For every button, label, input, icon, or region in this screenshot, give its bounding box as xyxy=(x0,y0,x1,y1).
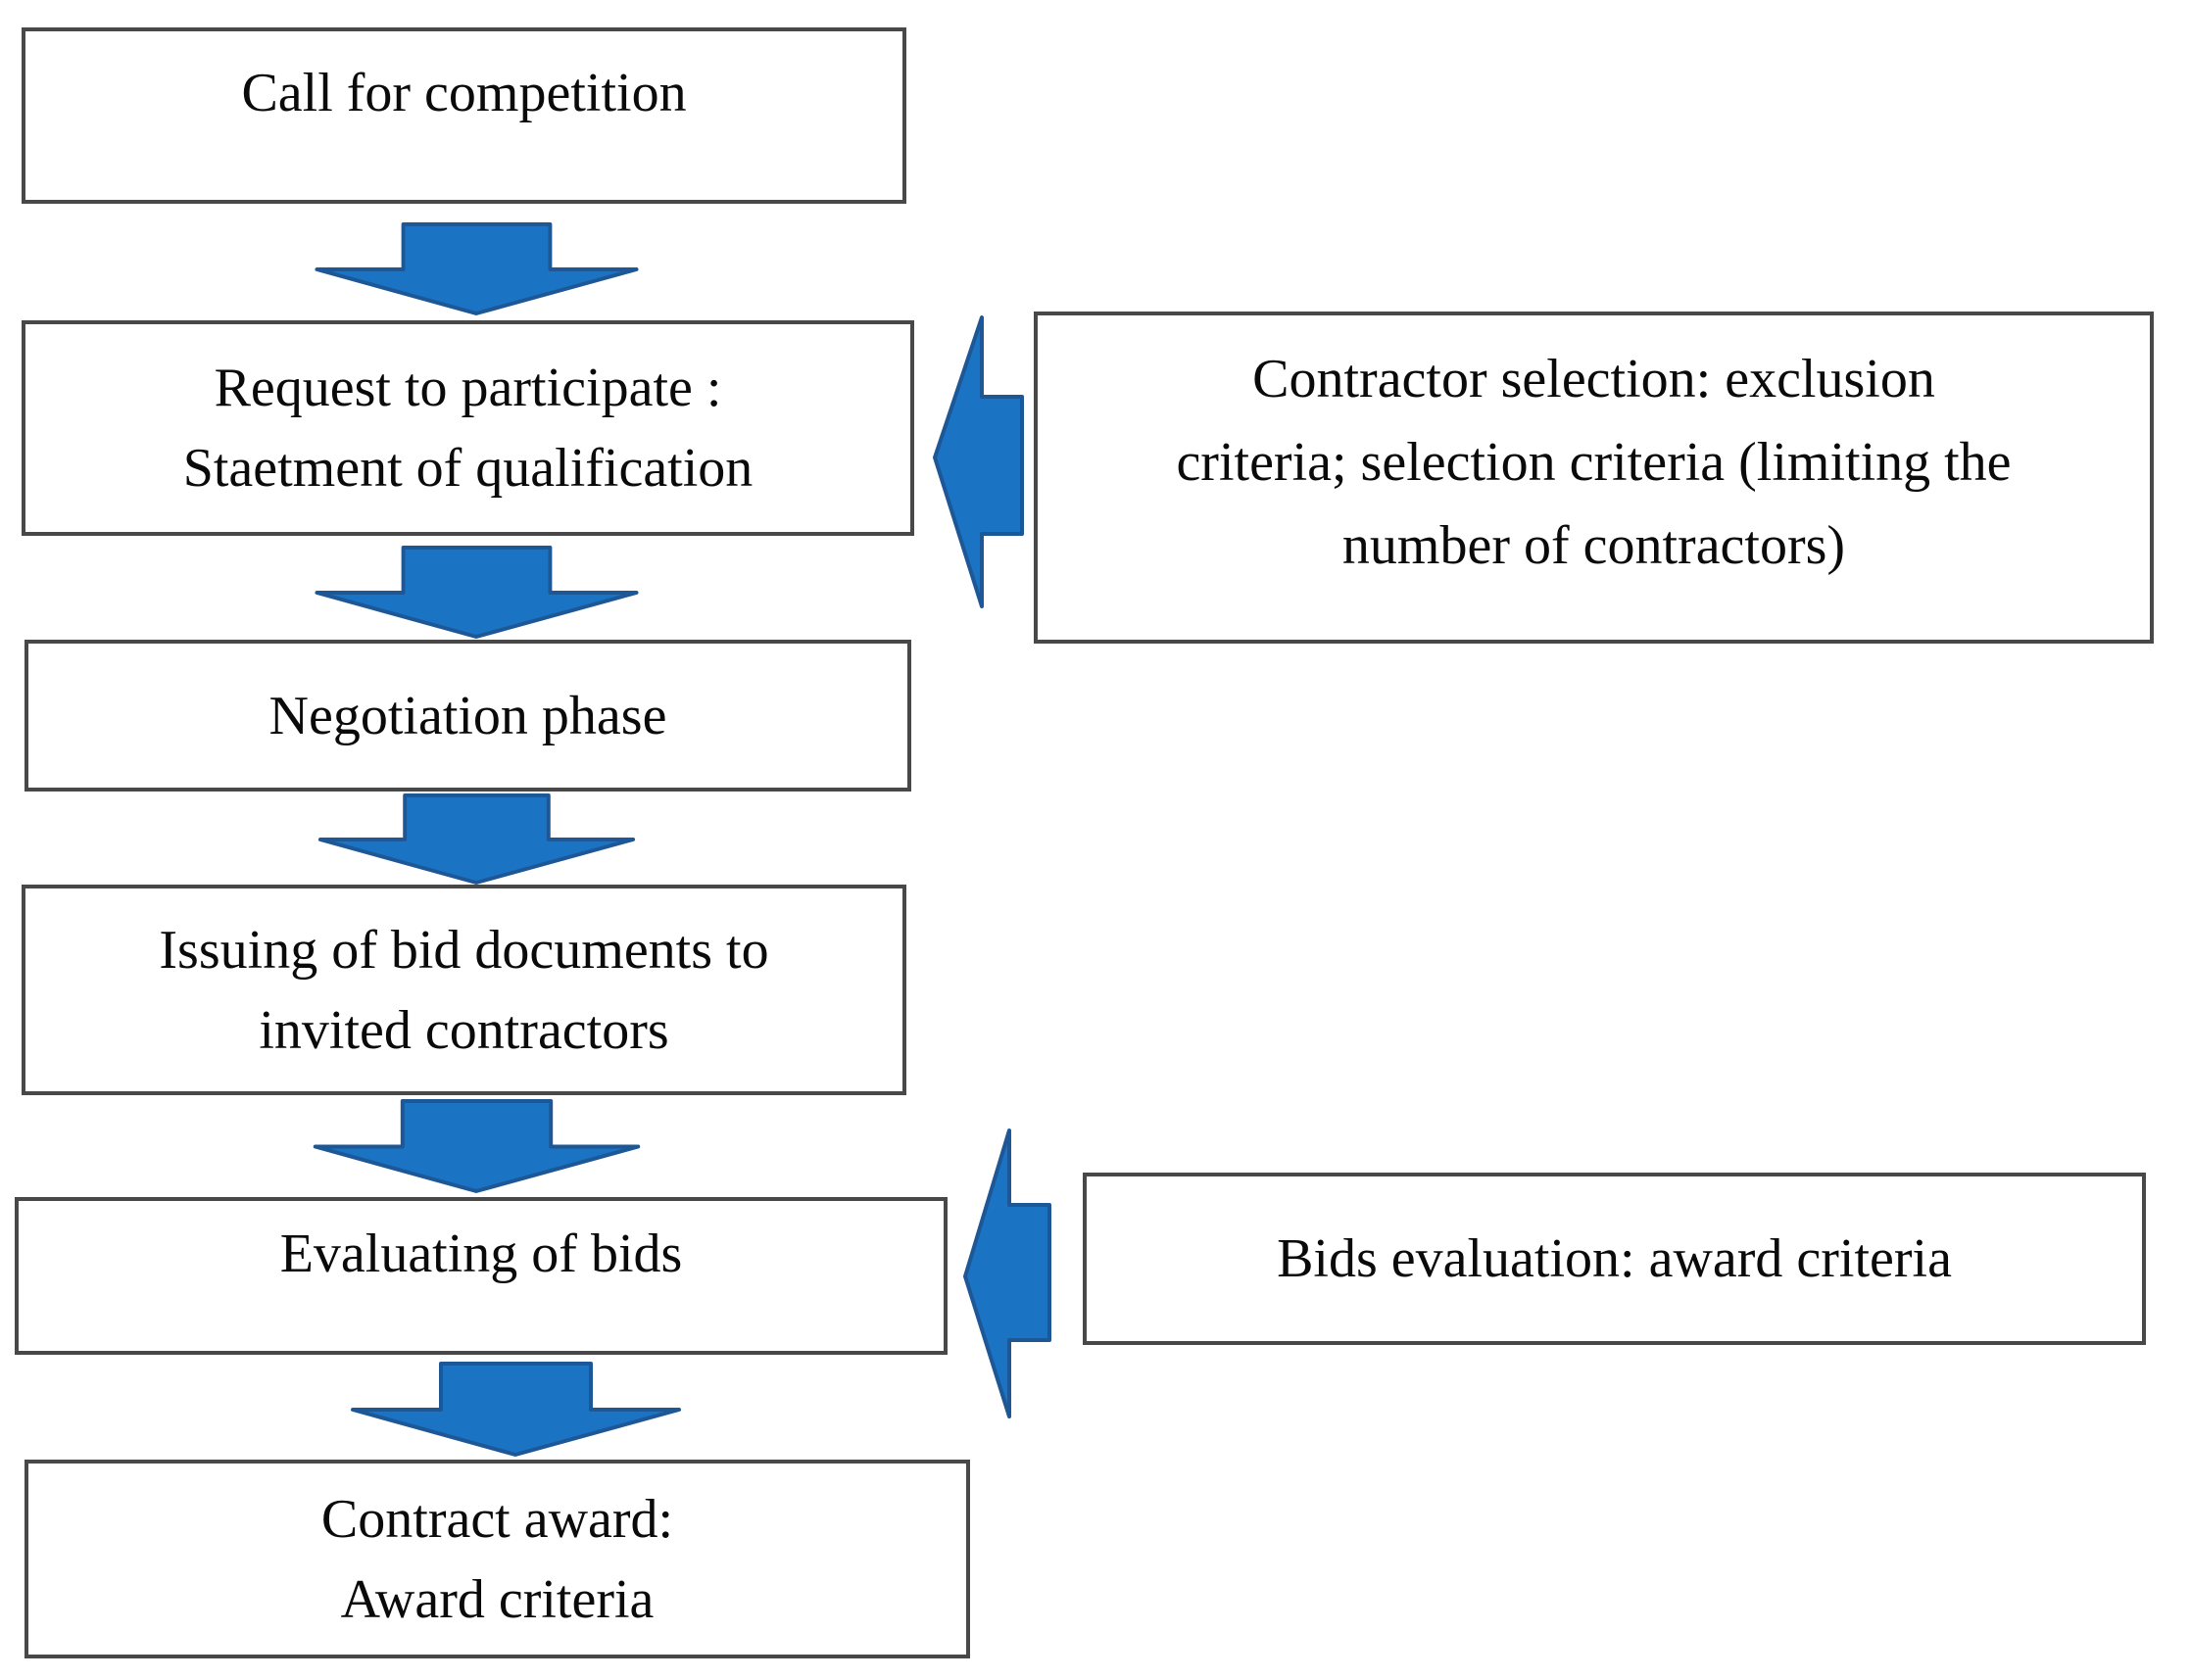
flow-box-evaluating-of-bids: Evaluating of bids xyxy=(15,1197,948,1355)
flow-box-issuing-bid-documents: Issuing of bid documents to invited cont… xyxy=(22,885,906,1095)
side-box-label: criteria; selection criteria (limiting t… xyxy=(1176,432,2012,493)
flow-box-call-for-competition: Call for competition xyxy=(22,27,906,204)
down-arrow-icon xyxy=(313,1099,641,1193)
flow-box-negotiation-phase: Negotiation phase xyxy=(24,640,911,792)
flow-box-label: Issuing of bid documents to xyxy=(159,919,769,981)
down-arrow-icon xyxy=(317,793,636,885)
flow-box-label: Staetment of qualification xyxy=(182,438,754,499)
flow-box-request-to-participate: Request to participate : Staetment of qu… xyxy=(22,320,914,536)
left-arrow-icon xyxy=(963,1128,1051,1418)
flow-box-label: Award criteria xyxy=(340,1568,655,1630)
side-box-label: number of contractors) xyxy=(1341,515,1846,576)
flow-box-label: Evaluating of bids xyxy=(279,1223,683,1284)
side-box-label: Contractor selection: exclusion xyxy=(1252,349,1935,409)
down-arrow-icon xyxy=(351,1362,681,1457)
flow-box-label: Call for competition xyxy=(241,63,687,123)
flow-box-contract-award: Contract award: Award criteria xyxy=(24,1460,970,1658)
down-arrow-icon xyxy=(315,546,639,639)
flow-box-label: Negotiation phase xyxy=(268,685,667,746)
left-arrow-icon xyxy=(933,315,1024,608)
side-box-bids-evaluation: Bids evaluation: award criteria xyxy=(1083,1173,2146,1345)
side-box-contractor-selection: Contractor selection: exclusion criteria… xyxy=(1034,312,2154,644)
side-box-label: Bids evaluation: award criteria xyxy=(1277,1228,1952,1289)
flow-box-label: Contract award: xyxy=(320,1488,674,1550)
flow-box-label: Request to participate : xyxy=(214,358,722,418)
flow-box-label: invited contractors xyxy=(259,999,669,1061)
down-arrow-icon xyxy=(315,222,639,315)
